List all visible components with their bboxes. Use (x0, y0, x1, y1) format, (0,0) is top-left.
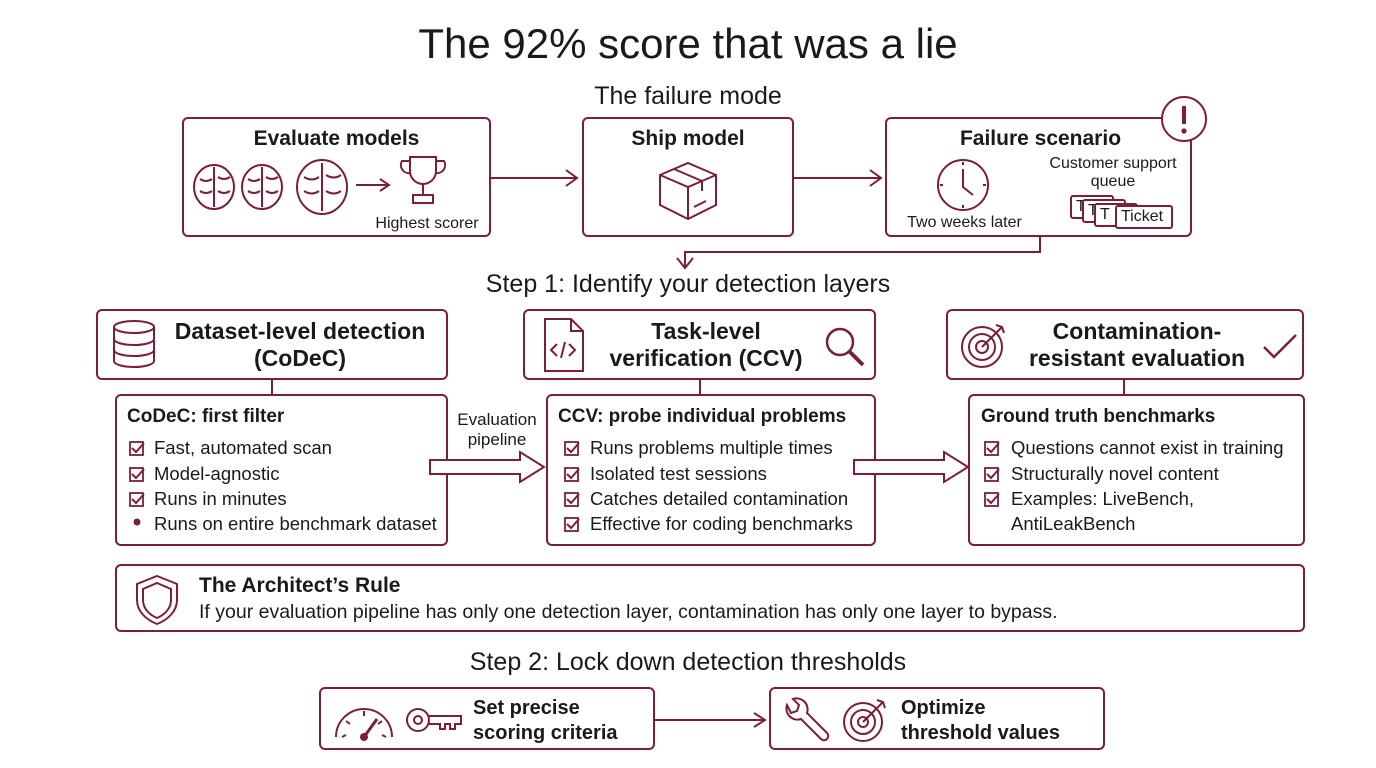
checkbox-icon (564, 492, 580, 507)
step2-arrow (654, 712, 767, 728)
checkmark-icon (1263, 334, 1297, 359)
page-title: The 92% score that was a lie (418, 20, 958, 67)
customer-support-queue-caption: Customer support queue (1049, 155, 1177, 190)
target-icon (843, 699, 886, 742)
checkbox-icon (129, 441, 145, 456)
checkbox-icon (984, 492, 1000, 507)
optimize-thresholds-label: Optimize threshold values (901, 697, 1060, 744)
target-icon (961, 324, 1005, 368)
code-file-icon (544, 318, 584, 372)
ticket-label: Ticket (1115, 205, 1173, 229)
failure-scenario-label: Failure scenario (959, 127, 1122, 150)
ship-model-box: Ship model (582, 117, 794, 237)
codec-list-title: CoDeC: first filter (127, 406, 285, 427)
list-item: Model-agnostic (154, 463, 280, 484)
ship-model-label: Ship model (631, 127, 745, 150)
step2-heading: Step 2: Lock down detection thresholds (469, 648, 907, 676)
evaluate-models-box: Evaluate models Highest scorer (182, 117, 491, 237)
magnifier-icon (825, 327, 865, 367)
shield-icon (136, 574, 178, 626)
checkbox-icon (564, 517, 580, 532)
list-item: AntiLeakBench (1011, 513, 1136, 534)
architects-rule-title: The Architect’s Rule (199, 574, 401, 597)
highest-scorer-caption: Highest scorer (375, 215, 479, 232)
ground-truth-list-title: Ground truth benchmarks (981, 406, 1216, 427)
list-item: Questions cannot exist in training (1011, 437, 1284, 458)
failure-scenario-box: Failure scenario Two weeks later Custome… (885, 117, 1192, 237)
ccv-list-box: CCV: probe individual problems Runs prob… (546, 394, 876, 546)
pipeline-arrow-icon (429, 450, 546, 484)
failure-mode-heading: The failure mode (594, 82, 782, 110)
ground-truth-list-box: Ground truth benchmarks Questions cannot… (968, 394, 1305, 546)
checkbox-icon (564, 441, 580, 456)
list-item: Examples: LiveBench, (1011, 488, 1195, 509)
brain-icon (193, 159, 348, 215)
list-item: Isolated test sessions (590, 463, 767, 484)
checkbox-icon (984, 441, 1000, 456)
contamination-resistant-header: Contamination-resistant evaluation (946, 309, 1304, 380)
flow-arrow-icon (853, 450, 970, 484)
checkbox-icon (564, 467, 580, 482)
checkbox-icon (129, 467, 145, 482)
trophy-icon (399, 156, 447, 204)
two-weeks-later-caption: Two weeks later (907, 214, 1022, 231)
dataset-detection-title: Dataset-level detection (CoDeC) (174, 318, 426, 371)
key-icon (406, 708, 462, 732)
evaluate-models-label: Evaluate models (253, 127, 420, 150)
list-item: Runs problems multiple times (590, 437, 833, 458)
task-verification-header: Task-level verification (CCV) (523, 309, 876, 380)
list-item: Runs in minutes (154, 488, 287, 509)
arrow-to-trophy-icon (356, 178, 391, 192)
evaluation-pipeline-label: Evaluation pipeline (457, 410, 537, 449)
package-icon (659, 161, 717, 221)
list-item: Runs on entire benchmark dataset (154, 513, 437, 534)
alert-icon (1161, 96, 1207, 142)
list-item: Catches detailed contamination (590, 488, 849, 509)
contamination-resistant-title: Contamination-resistant evaluation (1028, 318, 1246, 371)
clock-icon (937, 159, 989, 211)
list-item: Effective for coding benchmarks (590, 513, 853, 534)
database-icon (113, 320, 155, 368)
architects-rule-box: The Architect’s Rule If your evaluation … (115, 564, 1305, 632)
step1-heading: Step 1: Identify your detection layers (485, 270, 891, 298)
wrench-icon (785, 697, 830, 742)
list-item: Fast, automated scan (154, 437, 332, 458)
checkbox-icon (129, 492, 145, 507)
gauge-icon (335, 708, 393, 741)
dataset-detection-header: Dataset-level detection (CoDeC) (96, 309, 448, 380)
architects-rule-text: If your evaluation pipeline has only one… (199, 601, 1058, 623)
optimize-thresholds-box: Optimize threshold values (769, 687, 1105, 750)
scoring-criteria-label: Set precise scoring criteria (473, 697, 618, 744)
codec-list-box: CoDeC: first filter Fast, automated scan… (115, 394, 448, 546)
bullet-icon (133, 518, 141, 526)
task-verification-title: Task-level verification (CCV) (609, 318, 803, 371)
checkbox-icon (984, 467, 1000, 482)
ccv-list-title: CCV: probe individual problems (558, 406, 847, 427)
list-item: Structurally novel content (1011, 463, 1219, 484)
scoring-criteria-box: Set precise scoring criteria (319, 687, 655, 750)
